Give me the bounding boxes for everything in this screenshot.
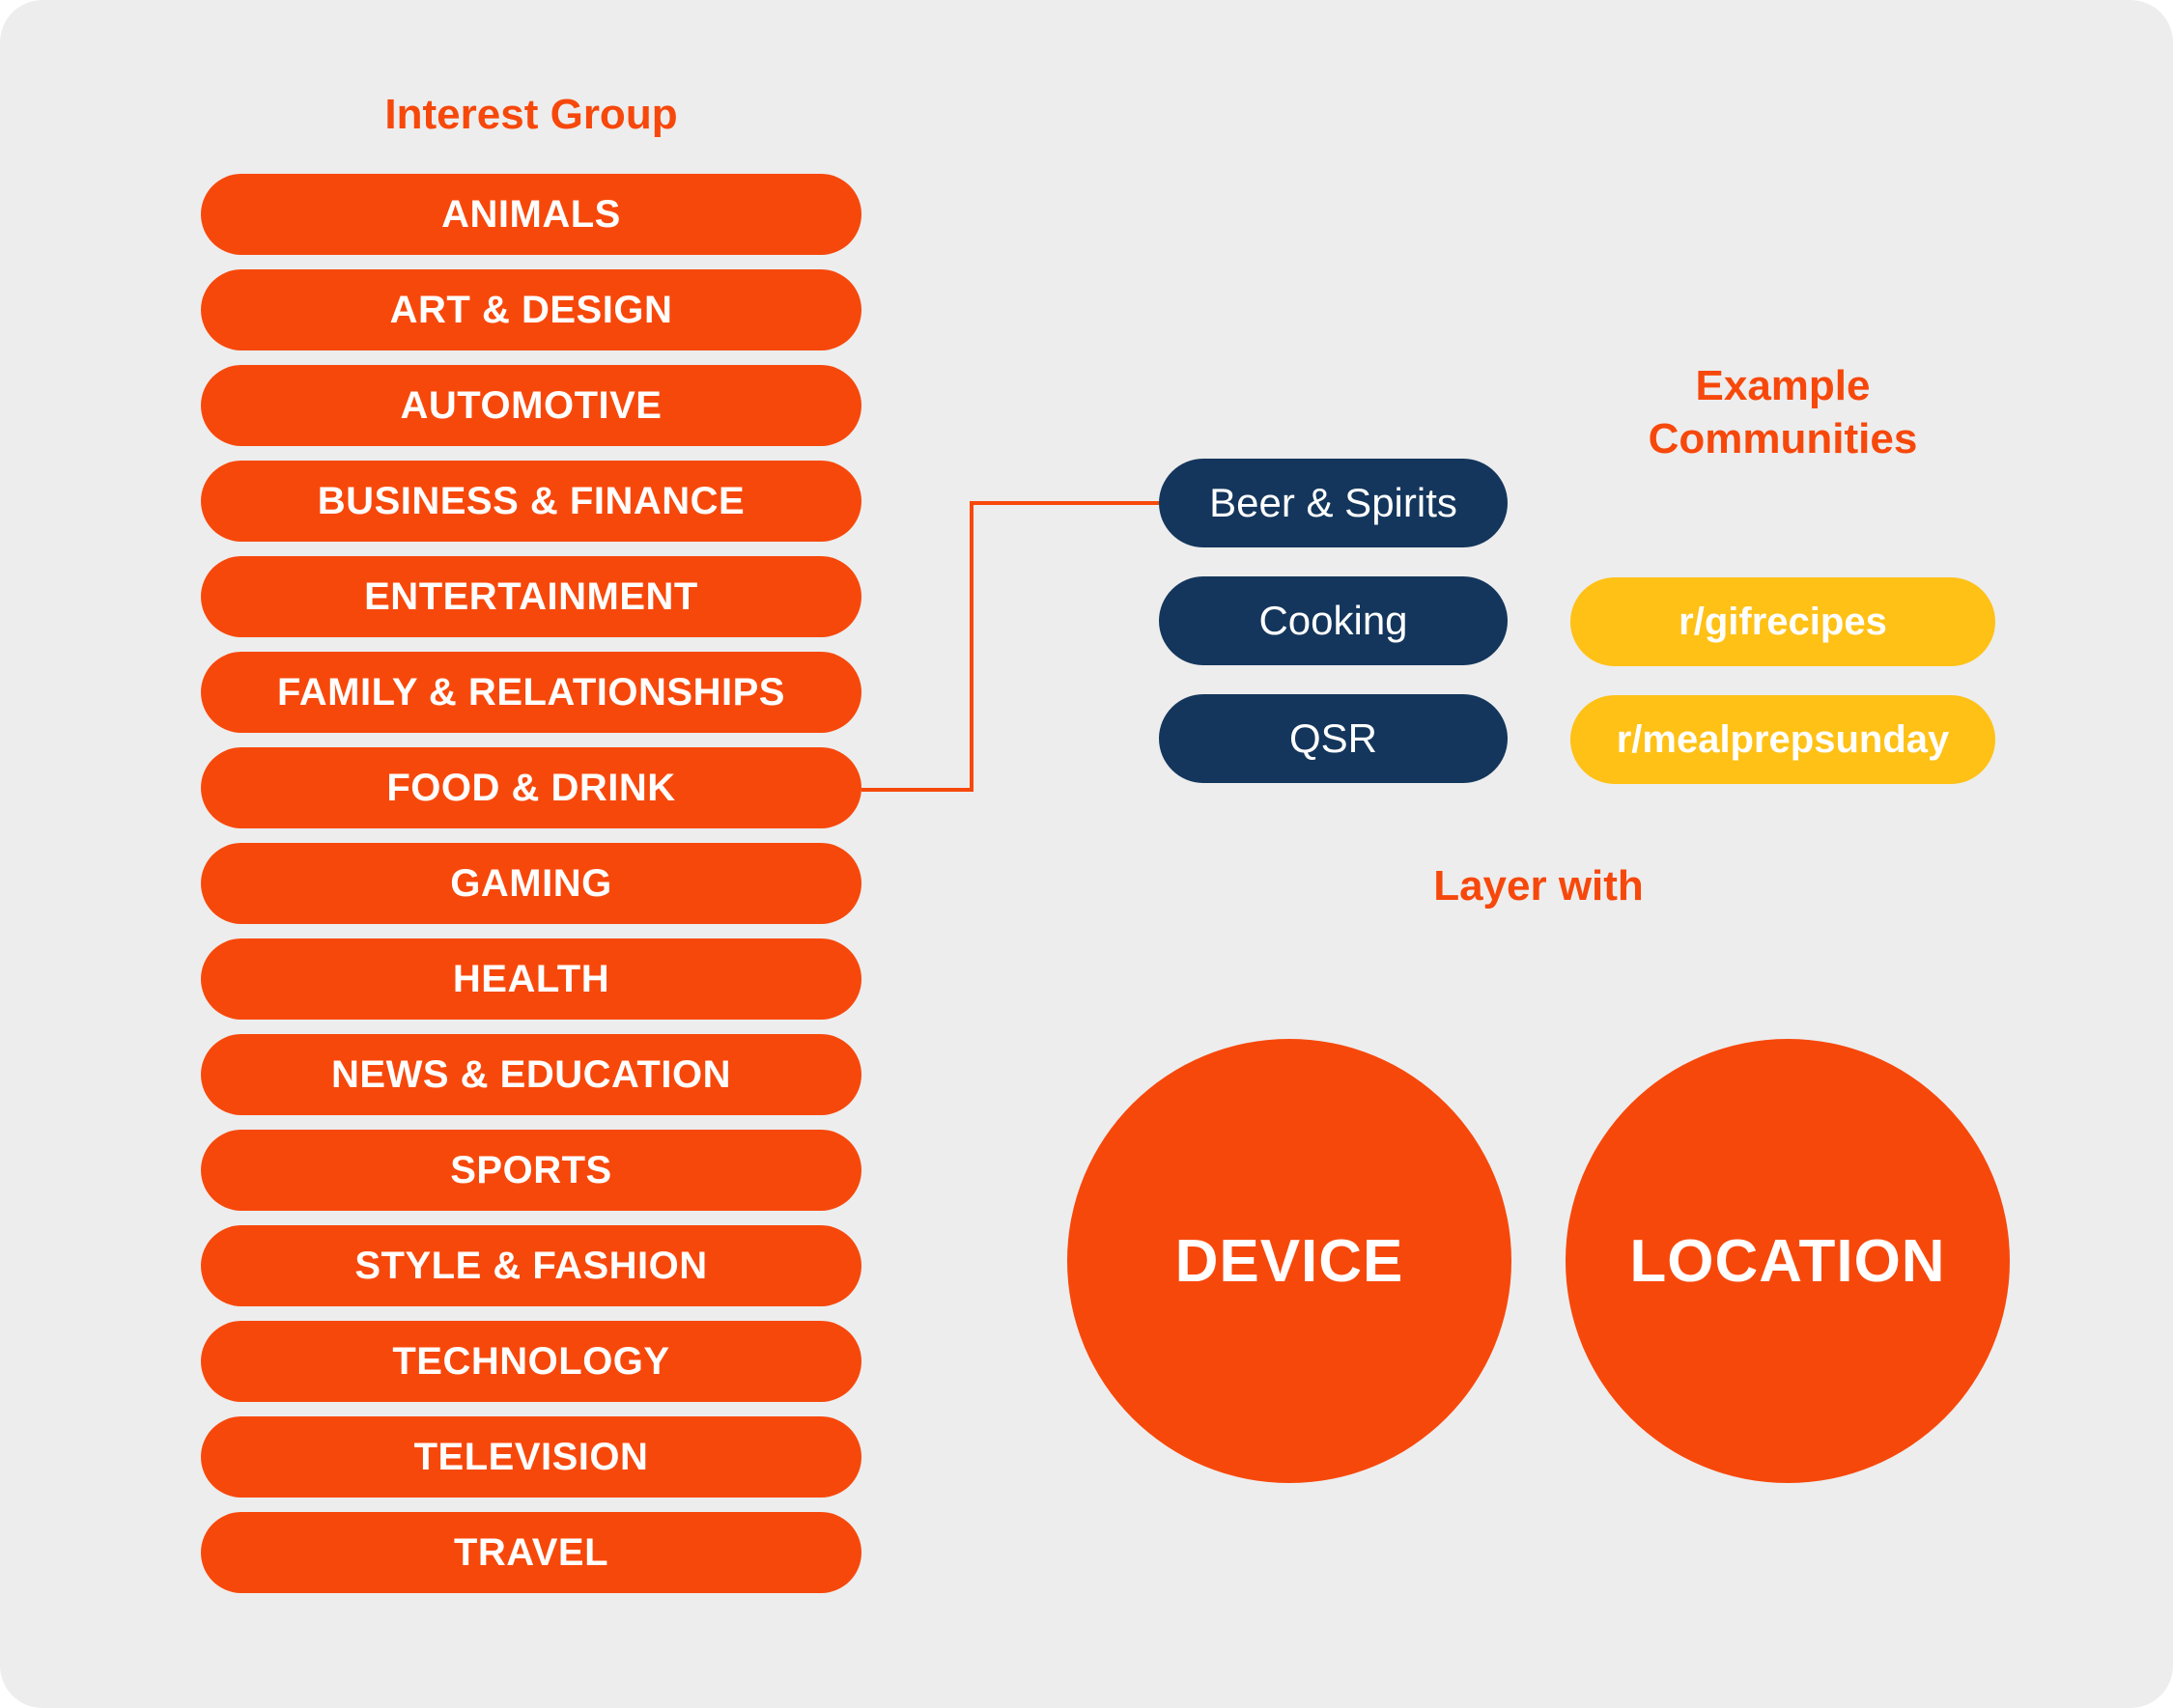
interest-pill-automotive: AUTOMOTIVE: [201, 365, 861, 446]
connector-line-horizontal-top: [974, 501, 1159, 505]
subcategory-pill-beer-spirits: Beer & Spirits: [1159, 459, 1508, 547]
interest-pill-style-fashion: STYLE & FASHION: [201, 1225, 861, 1306]
interest-pill-technology: TECHNOLOGY: [201, 1321, 861, 1402]
interest-pill-sports: SPORTS: [201, 1130, 861, 1211]
example-communities-title: Example Communities: [1648, 362, 1918, 462]
interest-pill-business: BUSINESS & FINANCE: [201, 461, 861, 542]
interest-pill-news-education: NEWS & EDUCATION: [201, 1034, 861, 1115]
community-pill-gifrecipes: r/gifrecipes: [1570, 577, 1995, 666]
interest-pill-animals: ANIMALS: [201, 174, 861, 255]
interest-pill-gaming: GAMING: [201, 843, 861, 924]
interest-pill-family: FAMILY & RELATIONSHIPS: [201, 652, 861, 733]
subcategory-list: Beer & Spirits Cooking QSR: [1159, 459, 1508, 783]
connector-line-horizontal-bottom: [861, 788, 972, 792]
connector-line-vertical: [970, 501, 974, 792]
interest-pill-travel: TRAVEL: [201, 1512, 861, 1593]
example-communities-list: r/gifrecipes r/mealprepsunday: [1570, 577, 1995, 784]
interest-pill-food-drink: FOOD & DRINK: [201, 747, 861, 828]
interest-pill-television: TELEVISION: [201, 1416, 861, 1498]
interest-pill-art-design: ART & DESIGN: [201, 269, 861, 350]
interest-pill-health: HEALTH: [201, 938, 861, 1020]
interest-group-title: Interest Group: [384, 91, 678, 138]
community-pill-mealprepsunday: r/mealprepsunday: [1570, 695, 1995, 784]
subcategory-pill-qsr: QSR: [1159, 694, 1508, 783]
interest-pill-entertainment: ENTERTAINMENT: [201, 556, 861, 637]
layer-with-label: Layer with: [1433, 862, 1644, 910]
location-circle: LOCATION: [1566, 1039, 2010, 1483]
device-circle: DEVICE: [1067, 1039, 1511, 1483]
interest-group-list: ANIMALS ART & DESIGN AUTOMOTIVE BUSINESS…: [201, 174, 861, 1593]
subcategory-pill-cooking: Cooking: [1159, 576, 1508, 665]
